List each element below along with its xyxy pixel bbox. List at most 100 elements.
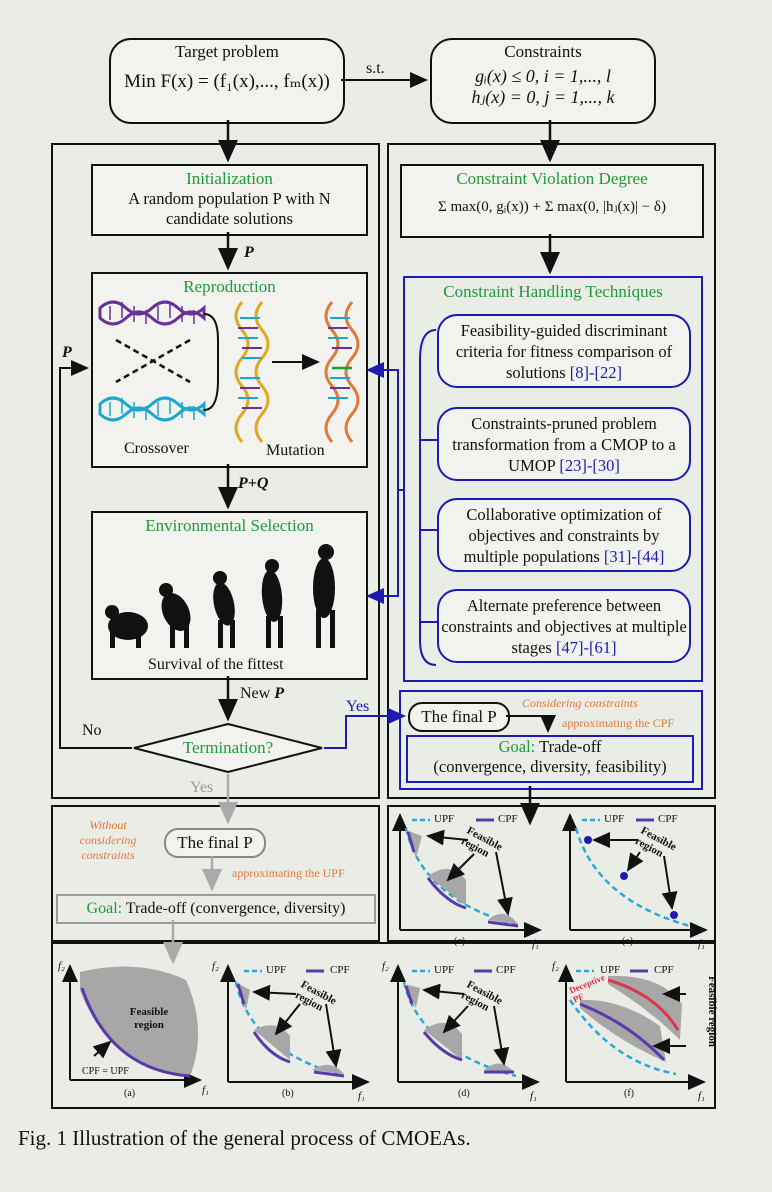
cht-item-4-text: Alternate preference between constraints… <box>441 595 687 657</box>
cvd-formula: Σ max(0, gᵢ(x)) + Σ max(0, |hⱼ(x)| − δ) <box>438 199 666 215</box>
figure-caption: Fig. 1 Illustration of the general proce… <box>18 1126 471 1150</box>
reproduction-title: Reproduction <box>183 277 276 296</box>
plot-f-feasible: Feasible region <box>706 976 718 1047</box>
final-right-goal-word: Goal: <box>498 737 536 756</box>
crossover-illustration <box>98 300 219 422</box>
arrow-label-p2: P <box>62 344 72 361</box>
cht-item-1-text: Feasibility-guided discriminant criteria… <box>455 320 673 382</box>
plot-c-upf: UPF <box>434 813 455 825</box>
arrow-yes-right <box>324 708 406 749</box>
plot-b <box>220 964 370 1090</box>
plot-c-label: (c) <box>454 936 466 947</box>
constraints-eq: hⱼ(x) = 0, j = 1,..., k <box>471 87 615 107</box>
cht-brace-inner <box>420 439 437 623</box>
termination-label: Termination? <box>182 738 274 757</box>
cht-box: Constraint Handling Techniques <box>403 276 703 682</box>
final-left-goal-rest: Trade-off (convergence, diversity) <box>122 900 346 917</box>
plot-b-f1: f₁ <box>358 1090 365 1102</box>
cht-item-2-refs: [23]-[30] <box>559 455 620 475</box>
cht-title: Constraint Handling Techniques <box>443 282 663 301</box>
cht-item-3-refs: [31]-[44] <box>603 546 665 566</box>
plot-e-upf: UPF <box>604 813 625 825</box>
final-left-note1: Without considering constraints <box>79 818 137 862</box>
cht-item-4: Alternate preference between constraints… <box>437 589 691 663</box>
plot-f-f1: f₁ <box>698 1090 705 1102</box>
final-left-goal-word: Goal: <box>86 900 123 917</box>
initialization-box: Initialization A random population P wit… <box>91 164 368 236</box>
plot-e <box>562 813 708 938</box>
plot-b-label: (b) <box>282 1088 294 1099</box>
plot-a-feasible: Feasible region <box>129 1006 169 1031</box>
plot-c <box>392 813 542 938</box>
final-right-pill: The final P <box>408 702 510 732</box>
cht-item-2: Constraints-pruned problem transformatio… <box>437 407 691 481</box>
arrow-label-yes-right: Yes <box>346 698 370 715</box>
arrow-label-p1: P <box>244 244 254 261</box>
cht-item-1-refs: [8]-[22] <box>569 362 622 382</box>
constraints-title: Constraints <box>504 42 582 61</box>
constraints-box: Constraints gᵢ(x) ≤ 0, i = 1,..., l hⱼ(x… <box>430 38 656 124</box>
final-left-note2: approximating the UPF <box>232 866 345 880</box>
cht-brace <box>419 329 437 666</box>
arrow-cht-env <box>366 490 399 604</box>
plot-a <box>62 964 202 1088</box>
target-problem-title: Target problem <box>175 42 279 61</box>
plot-d-upf: UPF <box>434 964 455 976</box>
plot-a-f2: f₂ <box>58 960 65 972</box>
cht-item-3: Collaborative optimization of objectives… <box>437 498 691 572</box>
plot-d-cpf: CPF <box>496 964 516 976</box>
env-selection-title: Environmental Selection <box>145 516 314 535</box>
plot-d <box>390 964 540 1090</box>
plot-a-label: (a) <box>124 1088 136 1099</box>
cht-item-4-refs: [47]-[61] <box>555 637 617 657</box>
arrow-no-loop <box>59 360 132 749</box>
plot-e-cpf: CPF <box>658 813 678 825</box>
plot-a-f1: f₁ <box>202 1084 209 1096</box>
plot-f-f2: f₂ <box>552 960 559 972</box>
initialization-line1: A random population P with N <box>128 189 331 208</box>
plot-d-f1: f₁ <box>530 1090 537 1102</box>
initialization-title: Initialization <box>186 169 273 188</box>
final-left-label: The final P <box>177 833 253 852</box>
target-problem-box: Target problem Min F(x) = (f₁(x),..., fₘ… <box>109 38 345 124</box>
plot-c-cpf: CPF <box>498 813 518 825</box>
plot-c-f1: f₁ <box>532 938 539 950</box>
cvd-box: Constraint Violation Degree Σ max(0, gᵢ(… <box>400 164 704 238</box>
final-left-goal-box: Goal: Trade-off (convergence, diversity) <box>56 894 376 924</box>
initialization-line2: candidate solutions <box>166 209 293 228</box>
plot-b-cpf: CPF <box>330 964 350 976</box>
final-right-frame <box>399 690 703 790</box>
plot-f <box>558 964 706 1090</box>
arrow-cht-repro <box>366 362 403 491</box>
constraints-ineq: gᵢ(x) ≤ 0, i = 1,..., l <box>475 66 611 86</box>
plots-frame-bottom <box>51 942 716 1109</box>
left-frame <box>51 143 380 799</box>
plot-d-label: (d) <box>458 1088 470 1099</box>
final-right-goal-box: Goal: Trade-off (convergence, diversity,… <box>406 735 694 783</box>
mutation-label: Mutation <box>266 442 325 459</box>
final-left-pill: The final P <box>164 828 266 858</box>
mutation-illustration <box>234 301 360 443</box>
env-selection-caption: Survival of the fittest <box>148 656 284 673</box>
final-right-label: The final P <box>421 707 497 726</box>
termination-diamond <box>133 722 323 774</box>
plot-b-upf: UPF <box>266 964 287 976</box>
final-right-note1: Considering constraints <box>522 696 638 710</box>
target-problem-formula: Min F(x) = (f₁(x),..., fₘ(x)) <box>124 71 330 92</box>
plot-b-f2: f₂ <box>212 960 219 972</box>
plot-e-f1: f₁ <box>698 938 705 950</box>
arrow-label-newp: New P <box>240 685 284 702</box>
crossover-label: Crossover <box>124 440 189 457</box>
evolution-illustration <box>105 544 335 648</box>
final-right-goal-line2: (convergence, diversity, feasibility) <box>433 757 667 776</box>
plot-f-upf: UPF <box>600 964 621 976</box>
arrow-label-pq: P+Q <box>238 475 269 492</box>
cht-item-3-text: Collaborative optimization of objectives… <box>463 504 662 566</box>
plot-d-f2: f₂ <box>382 960 389 972</box>
plot-e-label: (e) <box>622 936 634 947</box>
cht-item-2-text: Constraints-pruned problem transformatio… <box>452 413 676 475</box>
st-label: s.t. <box>366 60 385 77</box>
arrow-final-goal-right <box>506 715 556 733</box>
cht-item-1: Feasibility-guided discriminant criteria… <box>437 314 691 388</box>
